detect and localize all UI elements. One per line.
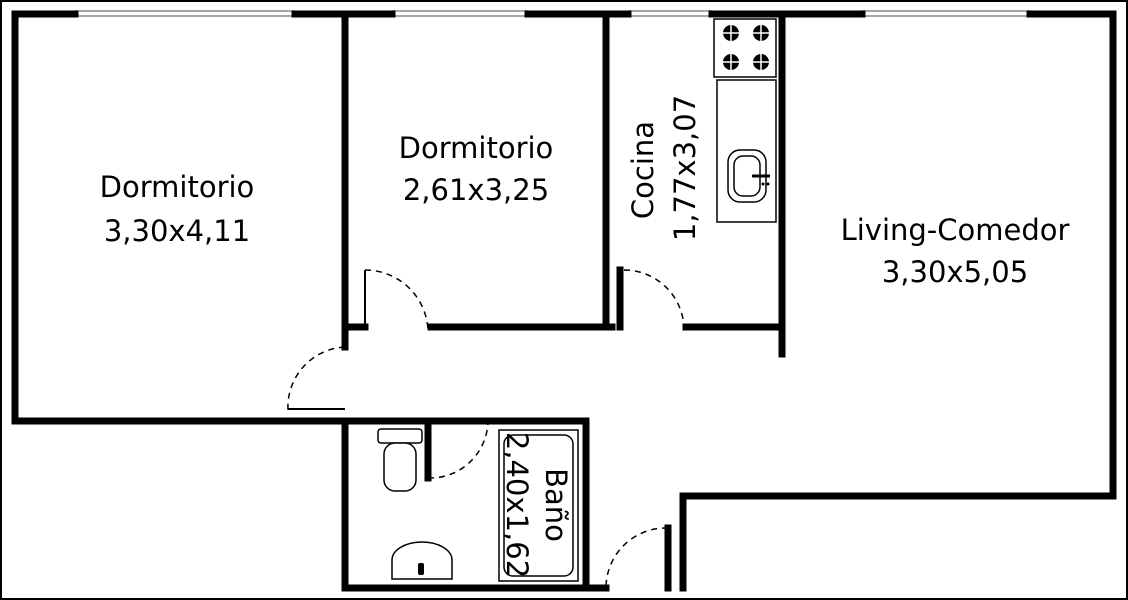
room-name-living: Living-Comedor [841,213,1070,247]
room-size-dorm2: 2,61x3,25 [403,173,549,207]
room-name-dorm2: Dormitorio [399,131,554,165]
room-size-dorm1: 3,30x4,11 [104,214,250,248]
room-name-bano: Baño [539,468,573,542]
walls [11,10,1117,592]
room-labels: Dormitorio 3,30x4,11 Dormitorio 2,61x3,2… [100,95,1070,578]
door-dorm1 [287,346,346,411]
room-name-dorm1: Dormitorio [100,170,255,204]
window-cocina [628,10,712,17]
washbasin-icon [391,541,453,580]
door-dorm2 [364,269,429,331]
door-entrance [605,527,669,589]
bathtub-icon [498,429,579,582]
room-name-cocina: Cocina [626,121,660,219]
toilet-icon [377,428,423,492]
stove-icon [713,18,777,78]
door-bano [427,420,489,479]
room-size-living: 3,30x5,05 [882,255,1028,289]
room-size-cocina: 1,77x3,07 [668,95,702,241]
room-size-bano: 2,40x1,62 [500,432,534,578]
door-cocina [623,269,685,331]
sink-icon [727,149,770,203]
window-dorm2 [392,10,528,17]
windows [75,10,1030,17]
door-swings [287,269,685,589]
window-living [862,10,1030,17]
window-dorm1 [75,10,295,17]
